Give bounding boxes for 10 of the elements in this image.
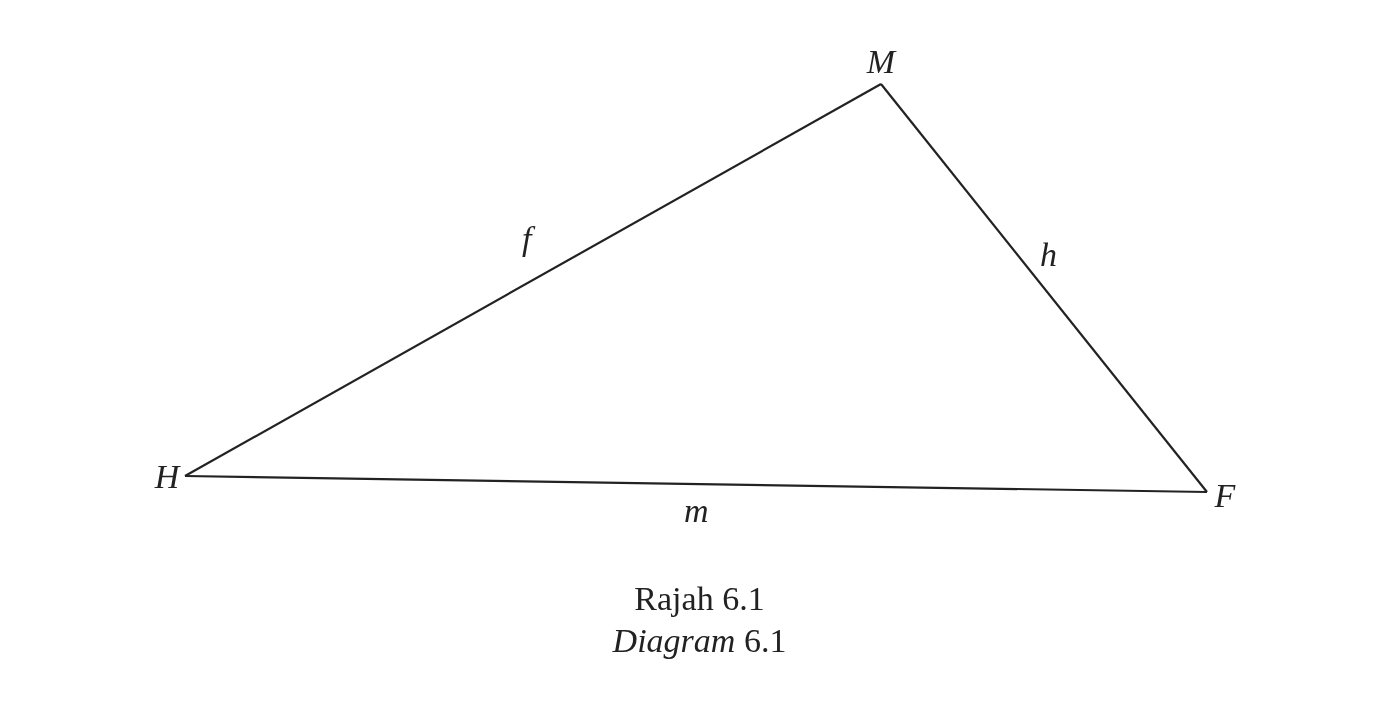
vertex-label: H bbox=[149, 455, 185, 499]
side-label: h bbox=[1040, 238, 1057, 272]
triangle-side bbox=[880, 83, 1208, 493]
triangle-side bbox=[185, 474, 1207, 494]
caption: Diagram 6.1 bbox=[612, 622, 787, 660]
triangle-side bbox=[184, 83, 882, 477]
vertex-label: M bbox=[863, 40, 899, 84]
vertex-label: F bbox=[1207, 474, 1243, 518]
caption: Rajah 6.1 bbox=[634, 580, 765, 618]
side-label: m bbox=[684, 494, 709, 528]
